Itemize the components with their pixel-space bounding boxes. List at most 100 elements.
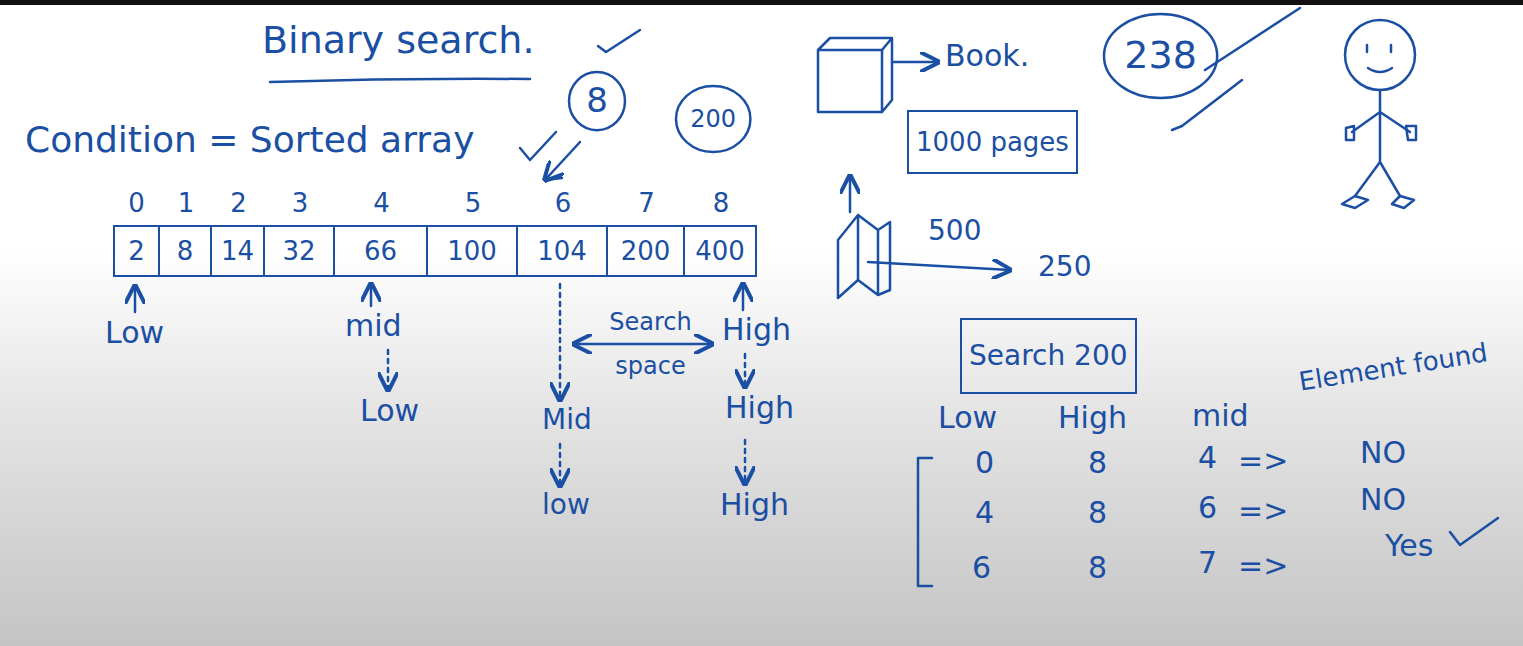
book-note: Book. — [945, 38, 1029, 74]
index-number: 0 — [128, 188, 145, 219]
pointer-label: mid — [345, 308, 402, 344]
array-cell: 32 — [265, 225, 335, 277]
book-note: 250 — [1038, 250, 1091, 284]
array-cell: 2 — [113, 225, 160, 277]
book-note: 500 — [928, 214, 981, 248]
pointer-label: High — [722, 312, 791, 348]
node-text: 14 — [221, 237, 254, 266]
check-mark — [520, 132, 556, 160]
callout-circle: 8 — [567, 70, 627, 132]
array-cell: 104 — [518, 225, 608, 277]
stick-figure-body — [1352, 90, 1410, 196]
table-cell: => — [1238, 443, 1288, 479]
check-mark — [1450, 518, 1498, 545]
index-number: 7 — [638, 188, 655, 219]
pointer-label: Low — [360, 393, 419, 429]
table-cell: 0 — [975, 445, 994, 481]
pointer-label: Search space — [598, 300, 703, 388]
index-number: 4 — [373, 188, 390, 219]
node-text: 100 — [447, 237, 497, 266]
array-cell: 66 — [335, 225, 428, 277]
array-cell: 14 — [212, 225, 265, 277]
pointer-label: High — [720, 487, 789, 523]
dotted-pointer — [744, 440, 747, 484]
table-cell: 8 — [1088, 495, 1107, 531]
node-text: 1000 pages — [916, 128, 1069, 157]
stick-figure-head — [1345, 20, 1415, 90]
check-mark — [598, 30, 640, 52]
table-cell: mid — [1192, 398, 1249, 434]
dotted-pointer — [387, 350, 390, 390]
mid-pointer — [370, 284, 373, 306]
index-number: 2 — [230, 188, 247, 219]
table-cell: 6 — [972, 550, 991, 586]
table-cell: 8 — [1088, 445, 1107, 481]
high-pointer — [742, 284, 745, 310]
stick-figure-eyes — [1367, 45, 1391, 52]
title: Binary search. — [262, 18, 535, 64]
node-text: 200 — [621, 237, 671, 266]
table-cell: 6 — [1198, 490, 1217, 526]
search-space-arrow — [574, 343, 712, 346]
table-cell: NO — [1360, 435, 1406, 471]
stick-figure-smile — [1368, 68, 1392, 72]
table-cell: 7 — [1198, 545, 1217, 581]
note-box: 1000 pages — [907, 110, 1078, 174]
array-cell: 400 — [685, 225, 757, 277]
callout-circle: 238 — [1102, 12, 1219, 100]
node-text: 32 — [282, 237, 315, 266]
book-arrow — [892, 61, 938, 64]
pointer-label: Mid — [542, 403, 592, 437]
check-mark — [1172, 80, 1242, 130]
dotted-pointer — [744, 354, 747, 387]
query-box: Search 200 — [960, 318, 1137, 394]
node-text: 238 — [1124, 35, 1197, 77]
open-book-sketch — [838, 215, 890, 298]
low-pointer — [134, 286, 137, 312]
circle-outline — [1104, 14, 1217, 98]
node-text: 2 — [128, 237, 145, 266]
title-underline — [270, 79, 530, 82]
dotted-pointer — [559, 284, 562, 400]
array-cell: 200 — [608, 225, 685, 277]
array-cell: 100 — [428, 225, 518, 277]
array-cell: 8 — [160, 225, 212, 277]
index-number: 3 — [292, 188, 309, 219]
table-cell: 8 — [1088, 550, 1107, 586]
stick-figure-feet — [1342, 196, 1414, 208]
table-cell: High — [1058, 400, 1127, 436]
node-text: 8 — [177, 237, 194, 266]
dotted-pointer — [559, 444, 562, 486]
table-cell: => — [1238, 548, 1288, 584]
condition-note: Condition = Sorted array — [25, 118, 474, 161]
table-cell: => — [1238, 493, 1288, 529]
table-cell: 4 — [975, 495, 994, 531]
book-icon — [818, 38, 892, 112]
split-arrow — [868, 262, 1010, 270]
node-text: 200 — [690, 106, 736, 132]
pointer-label: low — [542, 488, 590, 522]
check-mark — [1205, 8, 1300, 70]
table-cell: Low — [938, 400, 997, 436]
table-cell: NO — [1360, 482, 1406, 518]
pointer-label: Low — [105, 315, 164, 351]
index-number: 5 — [465, 188, 482, 219]
index-number: 8 — [713, 188, 730, 219]
top-border — [0, 0, 1523, 5]
table-bracket — [918, 458, 932, 586]
circle-outline — [676, 86, 750, 152]
table-cell: Yes — [1385, 528, 1433, 564]
circle-outline — [569, 72, 625, 130]
node-text: 104 — [537, 237, 587, 266]
pointer-arrow-head — [545, 165, 562, 180]
table-cell: Element found — [1297, 337, 1490, 398]
pointer-label: High — [725, 390, 794, 426]
index-number: 1 — [178, 188, 195, 219]
index-number: 6 — [555, 188, 572, 219]
table-cell: 4 — [1198, 440, 1217, 476]
up-arrow — [849, 176, 852, 212]
node-text: 8 — [586, 82, 608, 119]
node-text: 66 — [364, 237, 397, 266]
callout-circle: 200 — [674, 84, 752, 154]
node-text: Search 200 — [969, 341, 1128, 372]
